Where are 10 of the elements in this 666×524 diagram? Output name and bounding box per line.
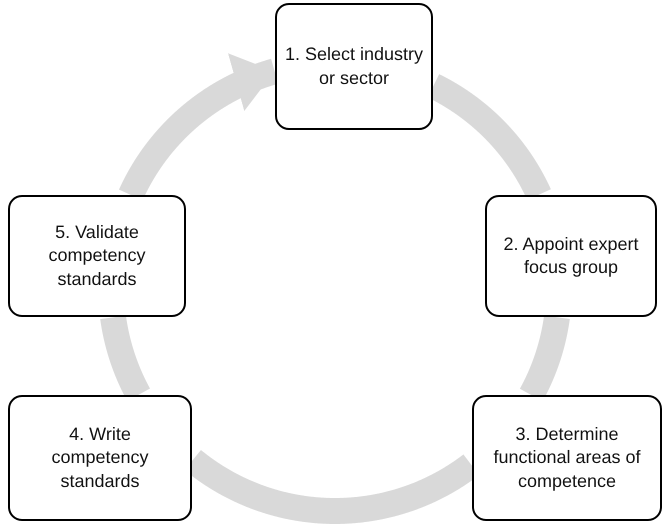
step-label: 1. Select industry or sector <box>284 43 424 90</box>
step-box <box>275 3 433 130</box>
step-box <box>485 195 657 317</box>
step-box <box>8 195 186 317</box>
step-box <box>8 395 192 521</box>
step-box <box>472 395 662 521</box>
step-label: 3. Determine functional areas of competence <box>492 422 642 493</box>
step-label: 2. Appoint expert focus group <box>502 232 640 279</box>
step-label: 4. Write competency standards <box>50 422 150 493</box>
step-label: 5. Validate competency standards <box>47 220 147 291</box>
